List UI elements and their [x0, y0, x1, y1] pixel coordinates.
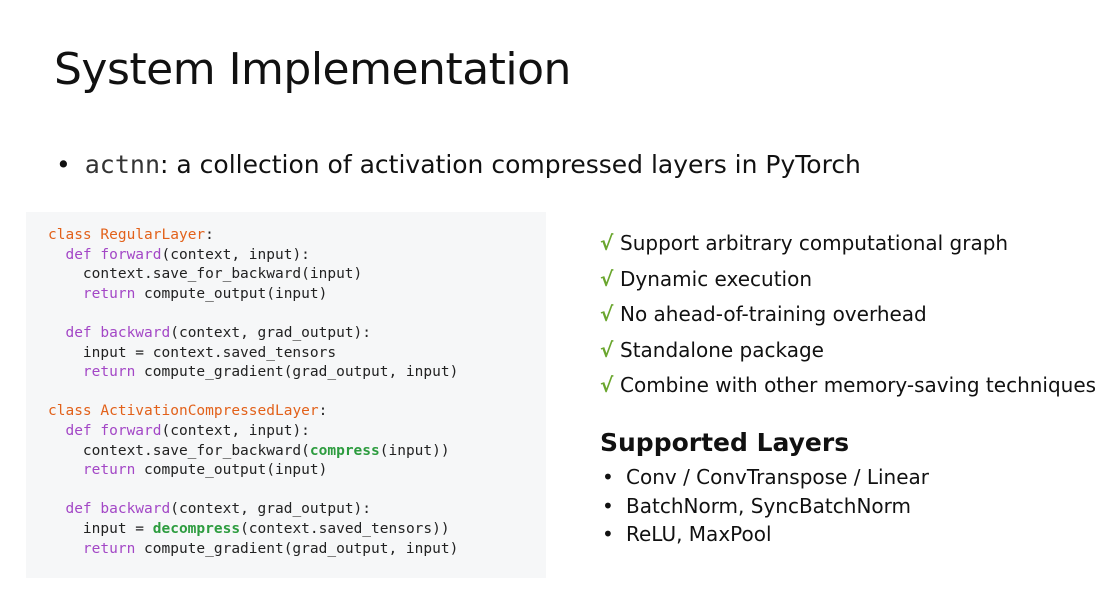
check-icon: √: [600, 373, 614, 397]
code-line: input = context.saved_tensors: [48, 344, 546, 364]
code-token: (context, input):: [161, 246, 310, 263]
intro-bullet: • actnn: a collection of activation compr…: [56, 150, 861, 179]
feature-item: √No ahead-of-training overhead: [600, 300, 1096, 336]
feature-item: √Dynamic execution: [600, 265, 1096, 301]
code-token: return: [48, 364, 145, 381]
code-token: compute_gradient(grad_output, input): [144, 364, 459, 381]
feature-label: Dynamic execution: [620, 266, 813, 291]
bullet-dot: •: [602, 493, 614, 518]
layer-label: Conv / ConvTranspose / Linear: [626, 465, 929, 489]
code-token: ActivationCompressedLayer: [100, 403, 319, 420]
package-name: actnn: [84, 150, 161, 179]
code-line: context.save_for_backward(input): [48, 265, 546, 285]
layer-item: • BatchNorm, SyncBatchNorm: [602, 492, 929, 521]
code-line: [48, 383, 546, 403]
supported-layers-heading: Supported Layers: [600, 428, 850, 457]
code-token: def: [48, 324, 101, 341]
code-token: compute_output(input): [144, 462, 328, 479]
code-token: def: [48, 246, 101, 263]
code-token: (context, grad_output):: [170, 501, 372, 518]
bullet-dot: •: [602, 522, 614, 546]
code-token: (context.saved_tensors)): [240, 520, 450, 537]
feature-label: Combine with other memory-saving techniq…: [620, 373, 1097, 397]
feature-label: No ahead-of-training overhead: [620, 302, 927, 326]
code-line: def backward(context, grad_output):: [48, 324, 546, 344]
code-token: compress: [309, 442, 380, 459]
code-block: class RegularLayer: def forward(context,…: [26, 212, 546, 578]
code-token: compute_gradient(grad_output, input): [144, 540, 459, 557]
layer-label: ReLU, MaxPool: [626, 522, 772, 546]
code-token: input = context.saved_tensors: [48, 344, 337, 361]
check-icon: √: [600, 266, 614, 291]
code-line: def forward(context, input):: [48, 246, 546, 266]
code-line: return compute_output(input): [48, 461, 546, 481]
code-token: (input)): [379, 442, 450, 459]
intro-text: : a collection of activation compressed …: [160, 150, 861, 179]
feature-item: √Support arbitrary computational graph: [600, 229, 1096, 265]
code-line: def forward(context, input):: [48, 422, 546, 442]
code-line: context.save_for_backward(compress(input…: [48, 442, 546, 462]
code-line: input = decompress(context.saved_tensors…: [48, 520, 546, 540]
code-token: backward: [100, 501, 171, 518]
code-line: class ActivationCompressedLayer:: [48, 402, 546, 422]
layer-label: BatchNorm, SyncBatchNorm: [626, 493, 911, 518]
bullet-dot: •: [602, 465, 614, 489]
code-token: :: [318, 403, 328, 420]
code-token: backward: [100, 324, 171, 341]
code-token: def: [48, 501, 101, 518]
code-token: context.save_for_backward(: [48, 442, 310, 459]
check-icon: √: [600, 302, 614, 326]
code-line: return compute_output(input): [48, 285, 546, 305]
code-token: forward: [100, 246, 162, 263]
layer-item: • ReLU, MaxPool: [602, 520, 929, 549]
code-token: decompress: [152, 520, 241, 537]
code-token: def: [48, 422, 101, 439]
feature-label: Support arbitrary computational graph: [620, 231, 1009, 255]
feature-list: √Support arbitrary computational graph√D…: [600, 229, 1096, 407]
slide-title: System Implementation: [54, 44, 571, 95]
layer-item: • Conv / ConvTranspose / Linear: [602, 463, 929, 492]
code-token: return: [48, 285, 145, 302]
code-token: RegularLayer: [100, 227, 206, 243]
code-token: class: [48, 403, 101, 420]
code-token: compute_output(input): [144, 285, 328, 302]
check-icon: √: [600, 337, 614, 362]
code-token: (context, input):: [161, 422, 310, 439]
code-line: return compute_gradient(grad_output, inp…: [48, 540, 546, 560]
bullet-dot: •: [56, 150, 71, 179]
code-token: class: [48, 227, 101, 243]
check-icon: √: [600, 231, 614, 255]
code-token: return: [48, 540, 145, 557]
feature-label: Standalone package: [620, 337, 824, 362]
code-token: input =: [48, 520, 153, 537]
code-line: [48, 481, 546, 501]
code-line: def backward(context, grad_output):: [48, 500, 546, 520]
code-line: class RegularLayer:: [48, 226, 546, 246]
feature-item: √Standalone package: [600, 336, 1096, 372]
code-token: return: [48, 462, 145, 479]
supported-layers-list: • Conv / ConvTranspose / Linear • BatchNorm…: [602, 463, 929, 549]
code-token: (context, grad_output):: [170, 324, 372, 341]
code-token: context.save_for_backward(input): [48, 266, 363, 283]
code-line: [48, 304, 546, 324]
code-token: :: [205, 227, 214, 243]
code-line: return compute_gradient(grad_output, inp…: [48, 363, 546, 383]
feature-item: √Combine with other memory-saving techni…: [600, 371, 1096, 407]
code-token: forward: [100, 422, 162, 439]
